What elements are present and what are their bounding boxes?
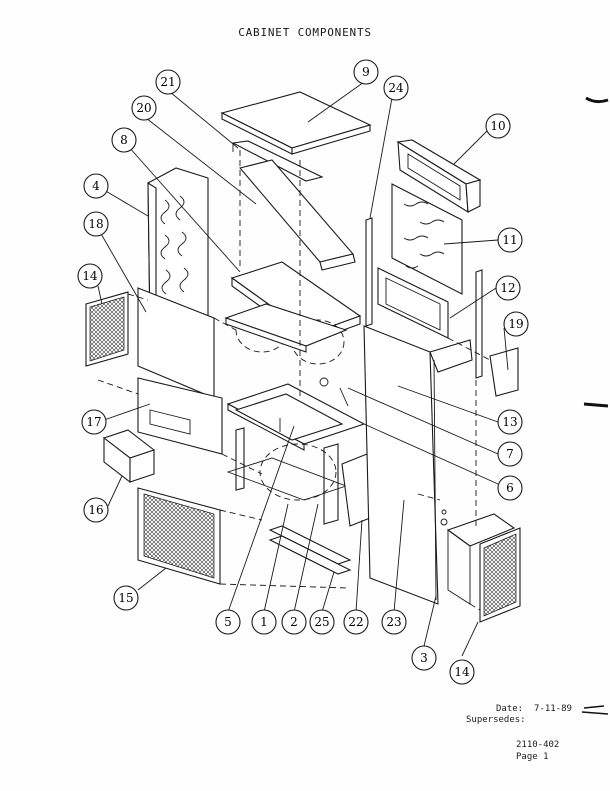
svg-text:11: 11: [502, 233, 517, 247]
svg-text:9: 9: [362, 65, 370, 79]
svg-text:6: 6: [506, 481, 514, 495]
part-right-post: [475, 269, 483, 379]
part-baffle: [239, 159, 356, 271]
callout-17: 17: [81, 409, 107, 435]
callout-18: 18: [83, 211, 109, 237]
part-corner-post: [365, 217, 373, 327]
callout-3: 3: [411, 645, 437, 671]
svg-text:12: 12: [500, 281, 515, 295]
callout-2: 2: [281, 609, 307, 635]
svg-text:4: 4: [92, 179, 100, 193]
callout-5: 5: [215, 609, 241, 635]
callout-12: 12: [495, 275, 521, 301]
callout-14-left: 14: [77, 263, 103, 289]
svg-text:21: 21: [160, 75, 175, 89]
part-left-side-wall: [147, 167, 209, 331]
svg-text:16: 16: [88, 503, 103, 517]
alignment-lines: [97, 150, 491, 611]
callout-14-right: 14: [449, 659, 475, 685]
callout-21: 21: [155, 69, 181, 95]
page-number: Page 1: [516, 752, 549, 762]
document-number: 2110-402: [516, 740, 560, 750]
svg-text:2: 2: [290, 615, 298, 629]
callout-8: 8: [111, 127, 137, 153]
part-air-duct: [396, 139, 482, 214]
callout-bubbles: 9 21 24 20 10 8 4 11 18 12 14 19 17 13 7…: [77, 59, 529, 685]
svg-text:5: 5: [224, 615, 232, 629]
svg-text:13: 13: [502, 415, 517, 429]
part-bottom-rails: [268, 525, 352, 575]
svg-text:14: 14: [454, 665, 470, 679]
svg-text:24: 24: [388, 81, 404, 95]
svg-text:19: 19: [508, 317, 523, 331]
callout-24: 24: [383, 75, 409, 101]
svg-text:14: 14: [82, 269, 98, 283]
scan-marks: [581, 96, 609, 715]
callout-1: 1: [251, 609, 277, 635]
svg-text:1: 1: [260, 615, 268, 629]
part-top-panel: [220, 91, 372, 155]
callout-19: 19: [503, 311, 529, 337]
callout-9: 9: [353, 59, 379, 85]
svg-text:25: 25: [314, 615, 329, 629]
part-left-side-grille: [85, 291, 129, 367]
part-small-bracket: [489, 347, 519, 397]
callout-20: 20: [131, 95, 157, 121]
callout-22: 22: [343, 609, 369, 635]
svg-text:8: 8: [120, 133, 128, 147]
part-blower-assembly: [224, 261, 362, 365]
callout-13: 13: [497, 409, 523, 435]
svg-text:20: 20: [136, 101, 151, 115]
callout-11: 11: [497, 227, 523, 253]
callout-10: 10: [485, 113, 511, 139]
part-coil-panel: [391, 183, 463, 295]
svg-text:15: 15: [118, 591, 133, 605]
callout-6: 6: [497, 475, 523, 501]
svg-text:10: 10: [490, 119, 505, 133]
date-label: Date:: [496, 704, 524, 714]
part-right-side-wall: [363, 325, 473, 605]
date-value: 7-11-89: [534, 704, 572, 714]
leader-lines: [97, 81, 509, 657]
supersedes-label: Supersedes:: [466, 715, 526, 725]
svg-text:18: 18: [88, 217, 103, 231]
part-base-pan: [226, 377, 366, 451]
callout-23: 23: [381, 609, 407, 635]
part-front-grille: [137, 487, 221, 585]
svg-text:17: 17: [86, 415, 101, 429]
callout-4: 4: [83, 173, 109, 199]
svg-text:3: 3: [420, 651, 428, 665]
part-right-side-grille: [479, 527, 521, 623]
svg-text:22: 22: [348, 615, 363, 629]
svg-text:23: 23: [386, 615, 401, 629]
callout-25: 25: [309, 609, 335, 635]
callout-15: 15: [113, 585, 139, 611]
callout-7: 7: [497, 441, 523, 467]
svg-text:7: 7: [506, 447, 514, 461]
page-title: CABINET COMPONENTS: [238, 26, 372, 39]
part-control-box: [102, 429, 156, 484]
callout-16: 16: [83, 497, 109, 523]
